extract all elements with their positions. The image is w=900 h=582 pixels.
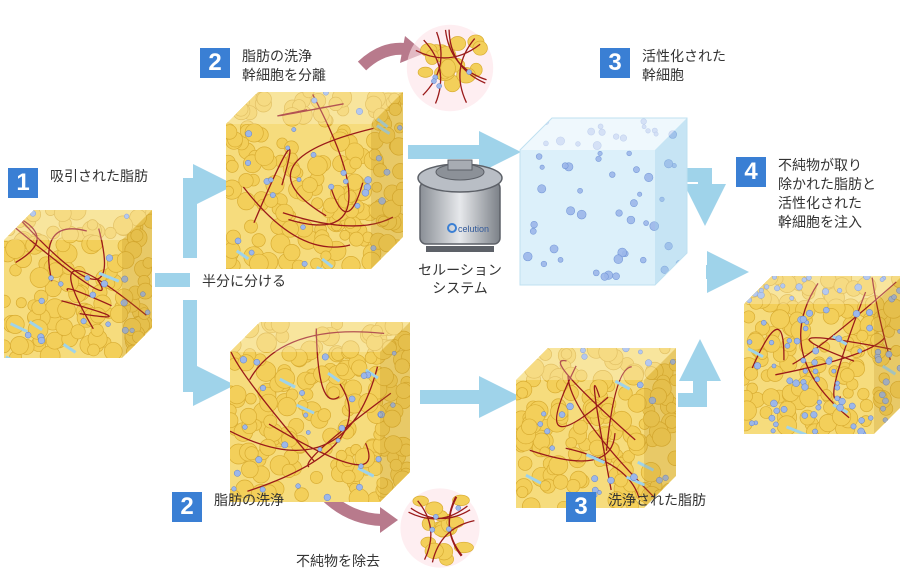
step-text-line: 活性化された (642, 49, 726, 65)
activated-stem-cells-cube (519, 117, 688, 286)
remove-impurities-label: 不純物を除去 (296, 554, 380, 570)
step-text-line: 幹細胞を分離 (242, 68, 326, 84)
step-3a-label: 3 活性化された 幹細胞 (600, 48, 726, 86)
step-text-line: 除かれた脂肪と (778, 177, 876, 193)
step-number-badge: 2 (200, 48, 230, 78)
injection-fat-cube (744, 276, 900, 434)
impurity-cluster-bottom (400, 488, 480, 568)
step-text-line: 洗浄された脂肪 (608, 493, 706, 509)
purge-arrow-bottom-head (380, 507, 398, 533)
step-text-line: 吸引された脂肪 (50, 169, 148, 185)
device-logo-icon (447, 223, 457, 233)
step-number-badge: 3 (566, 492, 596, 522)
step-text-line: 脂肪の洗浄 (242, 49, 312, 65)
step-number-badge: 1 (8, 168, 38, 198)
split-label: 半分に分ける (202, 274, 286, 290)
step-3b-label: 3 洗浄された脂肪 (566, 492, 706, 522)
step-number-badge: 4 (736, 157, 766, 187)
washed-fat-cube-bottom (230, 322, 410, 502)
celution-device: celution (417, 159, 503, 252)
arrow-split-up (183, 164, 235, 258)
arrow-split-down (183, 300, 235, 406)
impurity-cluster-top (406, 24, 494, 112)
step-text-line: 幹細胞 (642, 68, 684, 84)
step-text-line: 活性化された (778, 196, 862, 212)
aspirated-fat-cube (4, 210, 152, 358)
arrow-fat-up (678, 339, 721, 407)
device-brand-text: celution (458, 224, 489, 234)
step-4-label: 4 不純物が取り 除かれた脂肪と 活性化された 幹細胞を注入 (736, 157, 876, 233)
step-2b-label: 2 脂肪の洗浄 (172, 492, 284, 522)
step-2a-label: 2 脂肪の洗浄 幹細胞を分離 (200, 48, 326, 86)
step-1-label: 1 吸引された脂肪 (8, 168, 148, 198)
step-number-badge: 3 (600, 48, 630, 78)
step-text-line: 幹細胞を注入 (778, 215, 862, 231)
system-label-line-2: システム (432, 281, 488, 297)
system-label-line-1: セルーション (418, 263, 502, 279)
step-number-badge: 2 (172, 492, 202, 522)
washed-fat-cube (516, 348, 676, 508)
processed-fat-cube-top (226, 92, 403, 269)
step-text-line: 不純物が取り (778, 158, 862, 174)
step-text-line: 脂肪の洗浄 (214, 493, 284, 509)
